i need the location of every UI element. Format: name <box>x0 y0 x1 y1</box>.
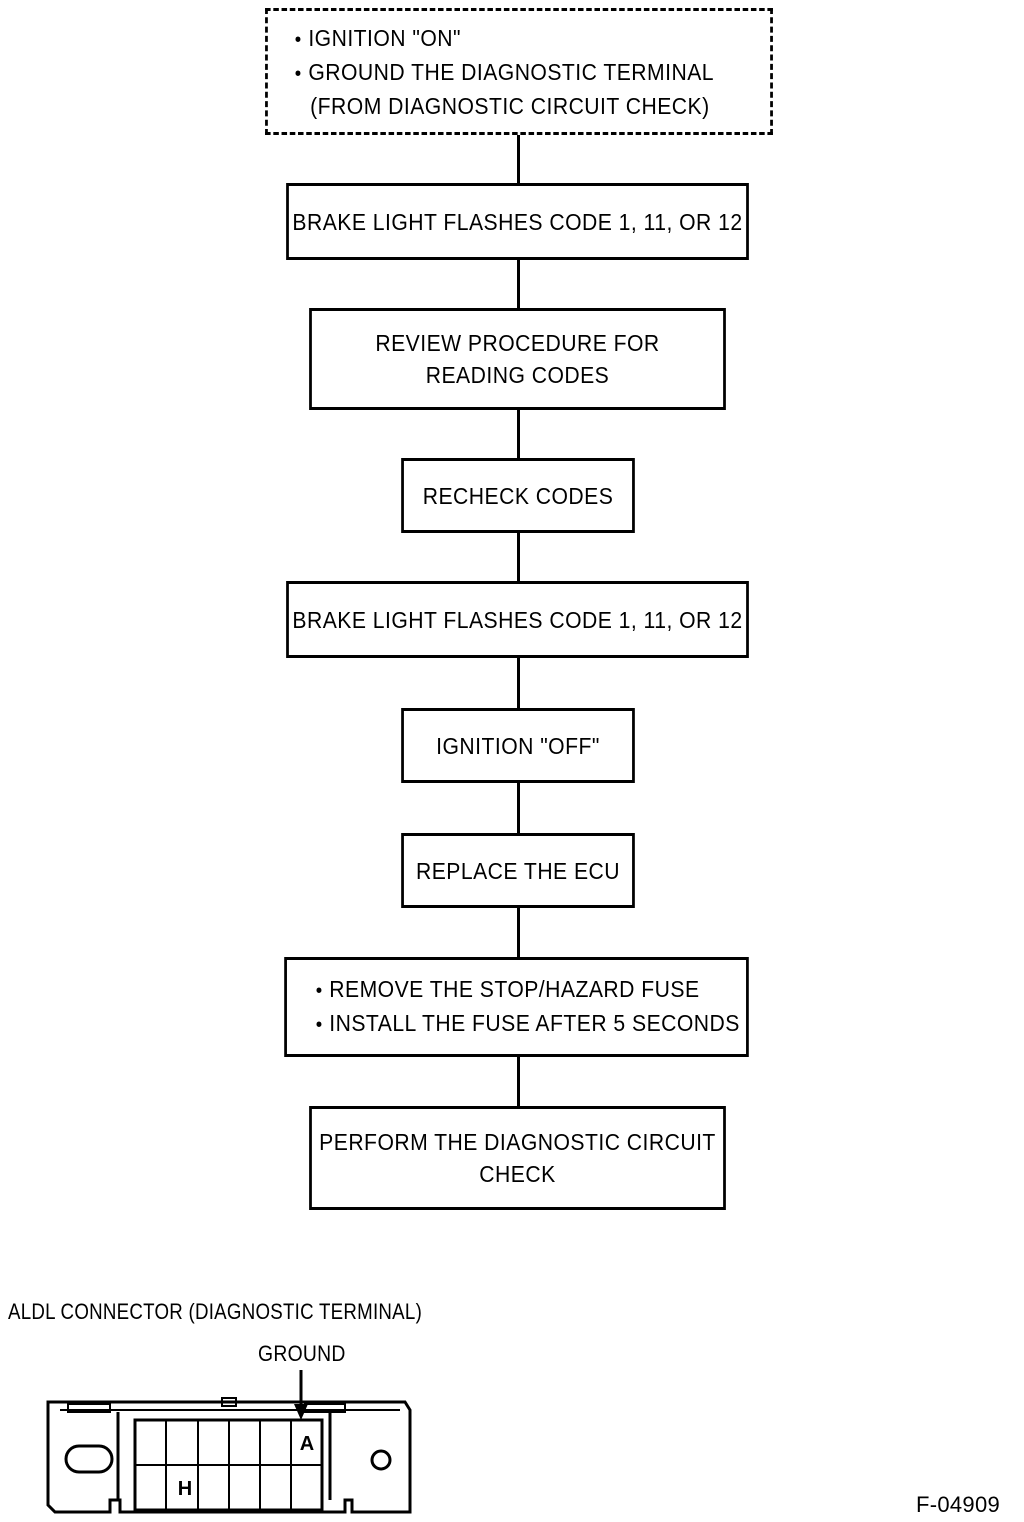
step-text-line-2: READING CODES <box>425 362 610 388</box>
connector-line <box>517 783 520 833</box>
step-recheck-codes: RECHECK CODES <box>401 458 635 533</box>
step-fuse-reset: REMOVE THE STOP/HAZARD FUSE INSTALL THE … <box>284 957 749 1057</box>
step-text: RECHECK CODES <box>422 482 614 509</box>
pin-h-label: H <box>178 1478 192 1500</box>
terminal-grid <box>133 1418 324 1512</box>
pin-a-label: A <box>300 1433 314 1455</box>
step-ignition-off: IGNITION "OFF" <box>401 708 635 783</box>
step-brake-light-flashes-2: BRAKE LIGHT FLASHES CODE 1, 11, OR 12 <box>286 581 749 658</box>
connector-tab-right <box>304 1403 346 1413</box>
mounting-slot <box>64 1444 114 1474</box>
mounting-hole <box>370 1449 392 1471</box>
step-perform-circuit-check: PERFORM THE DIAGNOSTIC CIRCUIT CHECK <box>309 1106 726 1210</box>
step-brake-light-flashes-1: BRAKE LIGHT FLASHES CODE 1, 11, OR 12 <box>286 183 749 260</box>
connector-line <box>517 908 520 957</box>
ground-label: GROUND <box>258 1341 346 1366</box>
step-review-procedure: REVIEW PROCEDURE FOR READING CODES <box>309 308 726 410</box>
step-text: BRAKE LIGHT FLASHES CODE 1, 11, OR 12 <box>292 208 743 235</box>
step-text-line-2: CHECK <box>479 1161 556 1187</box>
step-text: IGNITION "OFF" <box>436 732 600 759</box>
step-text-line-2: INSTALL THE FUSE AFTER 5 SECONDS <box>309 1007 740 1041</box>
connector-line <box>517 1057 520 1106</box>
connector-tab-center <box>221 1397 237 1407</box>
connector-title: ALDL CONNECTOR (DIAGNOSTIC TERMINAL) <box>8 1299 423 1324</box>
figure-id: F-04909 <box>916 1492 1001 1517</box>
connector-shell <box>46 1400 412 1514</box>
connector-line <box>517 135 520 183</box>
connector-line <box>517 260 520 308</box>
step-text-line-1: PERFORM THE DIAGNOSTIC CIRCUIT <box>319 1129 716 1155</box>
connector-line <box>517 658 520 708</box>
connector-tab-left <box>67 1403 111 1413</box>
start-line-3: (FROM DIAGNOSTIC CIRCUIT CHECK) <box>310 92 710 119</box>
connector-line <box>517 533 520 581</box>
step-text: REPLACE THE ECU <box>415 857 621 884</box>
connector-line <box>517 410 520 458</box>
start-box: IGNITION "ON" GROUND THE DIAGNOSTIC TERM… <box>265 8 773 135</box>
start-line-1: IGNITION "ON" <box>288 22 461 56</box>
step-replace-ecu: REPLACE THE ECU <box>401 833 635 908</box>
step-text-line-1: REMOVE THE STOP/HAZARD FUSE <box>309 973 699 1007</box>
step-text-line-1: REVIEW PROCEDURE FOR <box>375 330 660 356</box>
step-text: BRAKE LIGHT FLASHES CODE 1, 11, OR 12 <box>292 606 743 633</box>
start-line-2: GROUND THE DIAGNOSTIC TERMINAL <box>288 56 714 90</box>
